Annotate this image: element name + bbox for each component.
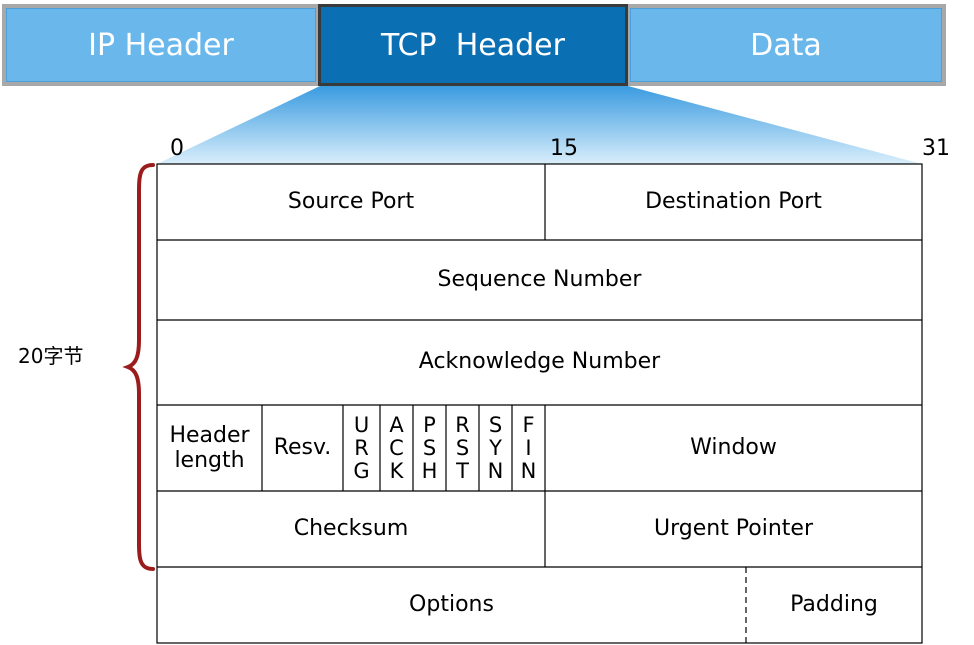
flag-letter: F (522, 412, 535, 437)
field-window: Window (690, 434, 777, 460)
flag-letter: S (422, 435, 437, 460)
flag-letter: Y (489, 435, 502, 460)
flag-letter: S (488, 412, 503, 437)
field-acknowledge-number: Acknowledge Number (418, 349, 661, 375)
bracket-20-bytes (122, 163, 155, 571)
zoom-trapezoid (157, 86, 922, 164)
field-reserved: Resv. (273, 434, 332, 460)
flag-letter: C (389, 435, 404, 460)
flag-letter: R (455, 412, 470, 437)
flag-letter: S (455, 435, 470, 460)
bit-tick-31: 31 (922, 136, 950, 161)
ip-header-label: IP Header (88, 27, 234, 63)
data-label: Data (750, 27, 822, 63)
header-table-grid (156, 163, 923, 644)
tcp-header-label: TCP Header (381, 27, 565, 63)
flag-letter: U (353, 412, 370, 437)
flag-letter: H (421, 458, 438, 483)
flag-letter: G (353, 458, 370, 483)
flag-letter: K (389, 458, 404, 483)
size-label: 20字节 (18, 344, 84, 368)
field-destination-port: Destination Port (645, 188, 822, 214)
flag-letter: N (520, 458, 537, 483)
field-urgent-pointer: Urgent Pointer (653, 515, 814, 541)
data-segment: Data (630, 8, 942, 82)
flag-letter: N (487, 458, 504, 483)
field-sequence-number: Sequence Number (437, 266, 642, 292)
flag-letter: A (389, 412, 404, 437)
flag-letter: P (423, 412, 436, 437)
field-header-length: Header length (169, 422, 250, 473)
flag-letter: T (456, 458, 469, 483)
bit-tick-15: 15 (550, 136, 578, 161)
tcp-header-segment: TCP Header (318, 4, 628, 86)
flag-letter: I (525, 435, 532, 460)
field-checksum: Checksum (293, 515, 409, 541)
field-source-port: Source Port (287, 188, 415, 214)
ip-header-segment: IP Header (6, 8, 316, 82)
field-options: Options (409, 591, 494, 617)
flag-letter: R (354, 435, 369, 460)
bit-tick-0: 0 (170, 136, 184, 161)
field-padding: Padding (790, 591, 878, 617)
